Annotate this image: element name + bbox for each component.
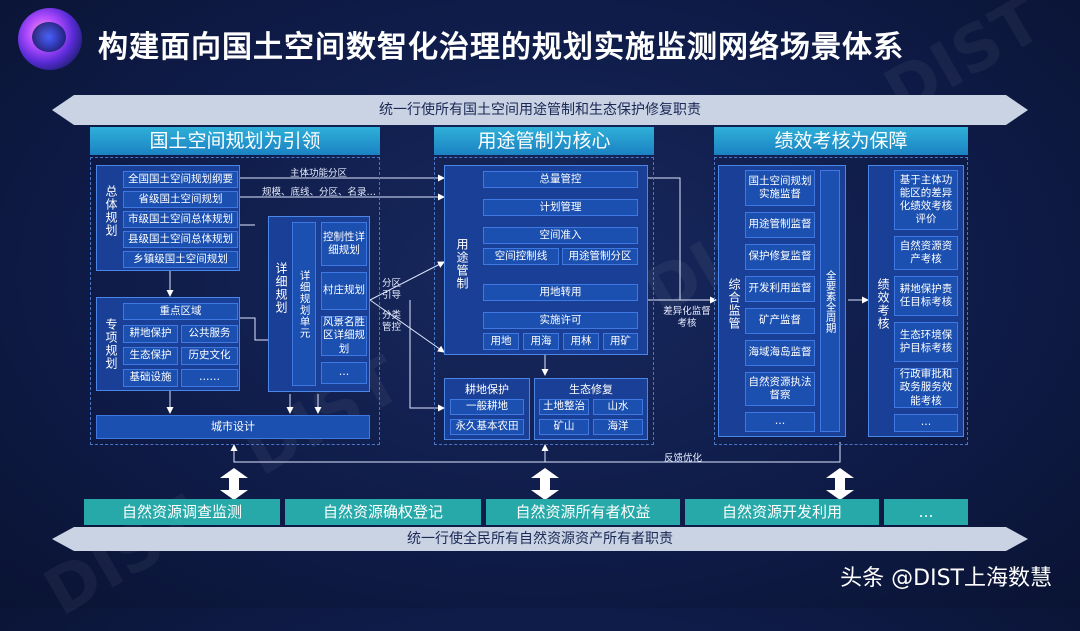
link-label: 主体功能分区: [290, 168, 348, 179]
monitor-item: 保护修复监督: [745, 244, 815, 270]
bottom-box: 自然资源所有者权益: [486, 499, 680, 525]
bottom-box: 自然资源确权登记: [285, 499, 481, 525]
special-plan-item: 生态保护: [123, 347, 178, 365]
bottom-box: 自然资源调查监测: [84, 499, 280, 525]
overall-plan-label: 总体规划: [104, 185, 118, 237]
monitor-item: …: [745, 412, 815, 432]
special-plan-item: 历史文化: [181, 347, 238, 365]
eco-restore-title: 生态修复: [569, 383, 613, 396]
double-arrow-icon: [531, 468, 559, 500]
farmland-title: 耕地保护: [465, 383, 509, 396]
monitor-item: 国土空间规划实施监督: [745, 170, 815, 206]
special-plan-item: 公共服务: [181, 325, 238, 343]
monitor-item: 自然资源执法督察: [745, 372, 815, 406]
use-control-item: 空间准入: [483, 227, 638, 244]
monitor-item: 开发利用监督: [745, 276, 815, 302]
link-label: 反馈优化: [664, 453, 703, 464]
detail-plan-unit: 详细规划单元: [292, 222, 316, 386]
special-plan-label: 专项规划: [104, 318, 118, 370]
detail-plan-item: 风景名胜区详细规划: [321, 316, 367, 356]
use-control-item: 用途管制分区: [562, 248, 638, 265]
overall-plan-item: 省级国土空间规划: [123, 191, 238, 208]
left-section: [90, 157, 380, 445]
bottom-box: 自然资源开发利用: [685, 499, 879, 525]
detail-plan-item: …: [321, 362, 367, 384]
use-control-item: 计划管理: [483, 199, 638, 216]
logo: [18, 8, 82, 70]
assessment-item: 基于主体功能区的差异化绩效考核评价: [894, 170, 958, 230]
special-plan-item: 基础设施: [123, 369, 178, 387]
monitor-label: 综合监管: [727, 278, 741, 330]
connector-lines: [166, 174, 869, 463]
double-arrow-icon: [826, 468, 854, 500]
use-control-item: 总量管控: [483, 171, 638, 188]
farmland-item: 永久基本农田: [450, 419, 524, 435]
special-plan-item: 重点区域: [123, 303, 238, 320]
assessment-item: 行政审批和政务服务效能考核: [894, 368, 958, 408]
header-left: 国土空间规划为引领: [90, 127, 380, 155]
use-control-item: 空间控制线: [483, 248, 559, 265]
link-label: 规模、底线、分区、名录…: [262, 187, 377, 198]
assessment-label: 绩效考核: [876, 278, 890, 330]
detail-plan-item: 村庄规划: [321, 272, 367, 310]
header-right: 绩效考核为保障: [714, 127, 968, 155]
special-plan-item: ……: [181, 369, 238, 387]
monitor-item: 矿产监督: [745, 308, 815, 334]
bottom-banner: 统一行使全民所有自然资源资产所有者职责: [52, 527, 1028, 551]
double-arrow-icon: [220, 468, 248, 500]
use-control-label: 用途管制: [455, 238, 469, 290]
overall-plan-item: 市级国土空间总体规划: [123, 211, 238, 228]
monitor-item: 海域海岛监督: [745, 340, 815, 366]
eco-restore-item: 土地整治: [539, 399, 589, 415]
detail-plan-item: 控制性详细规划: [321, 222, 367, 266]
monitor-item: 用途管制监督: [745, 212, 815, 238]
farmland-item: 一般耕地: [450, 399, 524, 415]
city-design-box: 城市设计: [96, 415, 370, 439]
middle-section: [434, 157, 654, 445]
header-middle: 用途管制为核心: [434, 127, 654, 155]
factor-label: 全要素全周期: [820, 170, 840, 432]
link-label: 差异化监督考核: [663, 306, 711, 330]
assessment-item: …: [894, 414, 958, 432]
top-banner: 统一行使所有国土空间用途管制和生态保护修复职责: [52, 95, 1028, 125]
use-control-item: 用海: [523, 333, 559, 350]
use-control-item: 用矿: [603, 333, 638, 350]
overall-plan-item: 乡镇级国土空间规划: [123, 251, 238, 268]
credit-text: 头条 @DIST上海数慧: [840, 566, 1052, 591]
right-section: [714, 157, 968, 445]
detail-plan-label: 详细规划: [274, 262, 288, 314]
special-plan-item: 耕地保护: [123, 325, 178, 343]
page-title: 构建面向国土空间数智化治理的规划实施监测网络场景体系: [98, 30, 904, 65]
overall-plan-item: 全国国土空间规划纲要: [123, 171, 238, 188]
assessment-item: 生态环境保护目标考核: [894, 322, 958, 362]
use-control-item: 用地: [483, 333, 519, 350]
eco-restore-item: 海洋: [593, 419, 643, 435]
link-label: 分类管控: [382, 310, 402, 334]
eco-restore-item: 矿山: [539, 419, 589, 435]
use-control-item: 用地转用: [483, 284, 638, 301]
assessment-item: 自然资源资产考核: [894, 236, 958, 270]
eco-restore-item: 山水: [593, 399, 643, 415]
use-control-item: 实施许可: [483, 312, 638, 329]
assessment-item: 耕地保护责任目标考核: [894, 276, 958, 316]
use-control-item: 用林: [563, 333, 599, 350]
bottom-box: …: [884, 499, 968, 525]
link-label: 分区引导: [382, 278, 402, 302]
overall-plan-item: 县级国土空间总体规划: [123, 231, 238, 248]
